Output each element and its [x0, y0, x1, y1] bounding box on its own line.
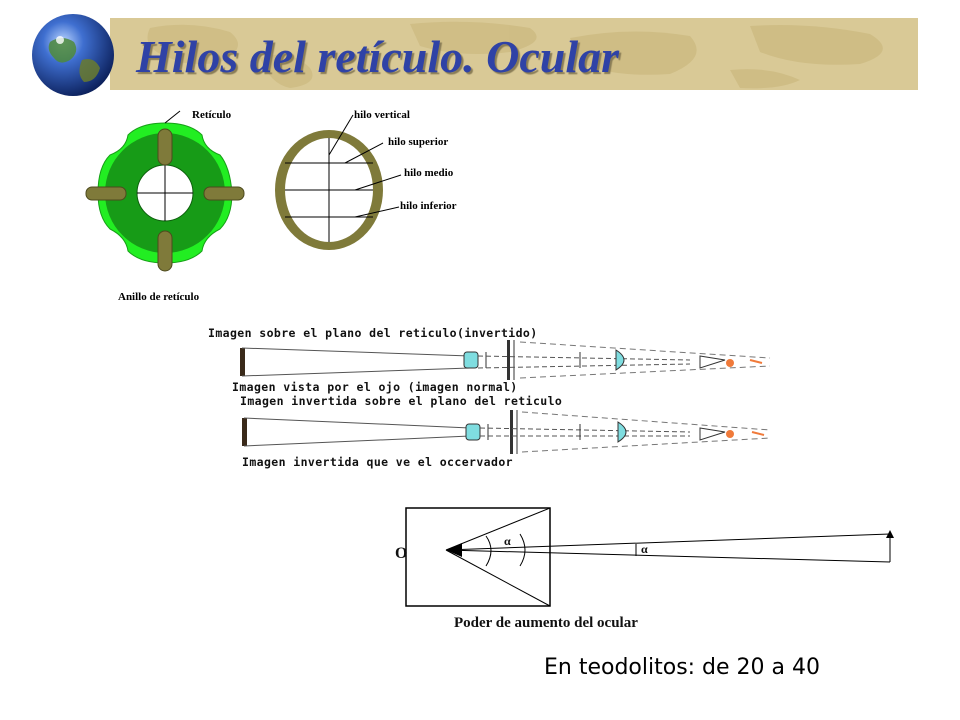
magnification-diagram [405, 507, 894, 607]
knob-right [203, 186, 245, 201]
optics-caption-3: Imagen invertida sobre el plano del reti… [240, 394, 563, 408]
optical-path-2 [242, 410, 771, 454]
globe-icon [32, 14, 114, 96]
knob-top [157, 128, 173, 166]
optics-caption-4: Imagen invertida que ve el occervador [242, 455, 513, 469]
wire-label-middle: hilo medio [404, 167, 454, 179]
optics-caption-1: Imagen sobre el plano del reticulo(inver… [208, 326, 538, 340]
title-banner [110, 18, 918, 90]
footer-note: En teodolitos: de 20 a 40 [544, 655, 821, 680]
angle-label-near: α [504, 534, 511, 548]
reticle-ring-diagram [85, 110, 245, 272]
reticle-wires-diagram [275, 114, 402, 250]
knob-left [85, 186, 127, 201]
reticle-ring-caption: Anillo de retículo [118, 291, 200, 303]
angle-label-far: α [641, 542, 648, 556]
world-map-pattern [147, 21, 883, 89]
knob-bottom [157, 230, 173, 272]
eye-label: O [395, 545, 408, 562]
page-title: Hilos del retículo. Ocular [136, 31, 619, 82]
optical-path-1 [240, 340, 771, 380]
magnification-caption: Poder de aumento del ocular [454, 615, 638, 631]
wire-label-vertical: hilo vertical [354, 109, 410, 121]
optics-caption-2: Imagen vista por el ojo (imagen normal) [232, 380, 518, 394]
wire-label-upper: hilo superior [388, 136, 449, 148]
reticle-label: Retículo [192, 109, 232, 121]
wire-label-lower: hilo inferior [400, 200, 457, 212]
